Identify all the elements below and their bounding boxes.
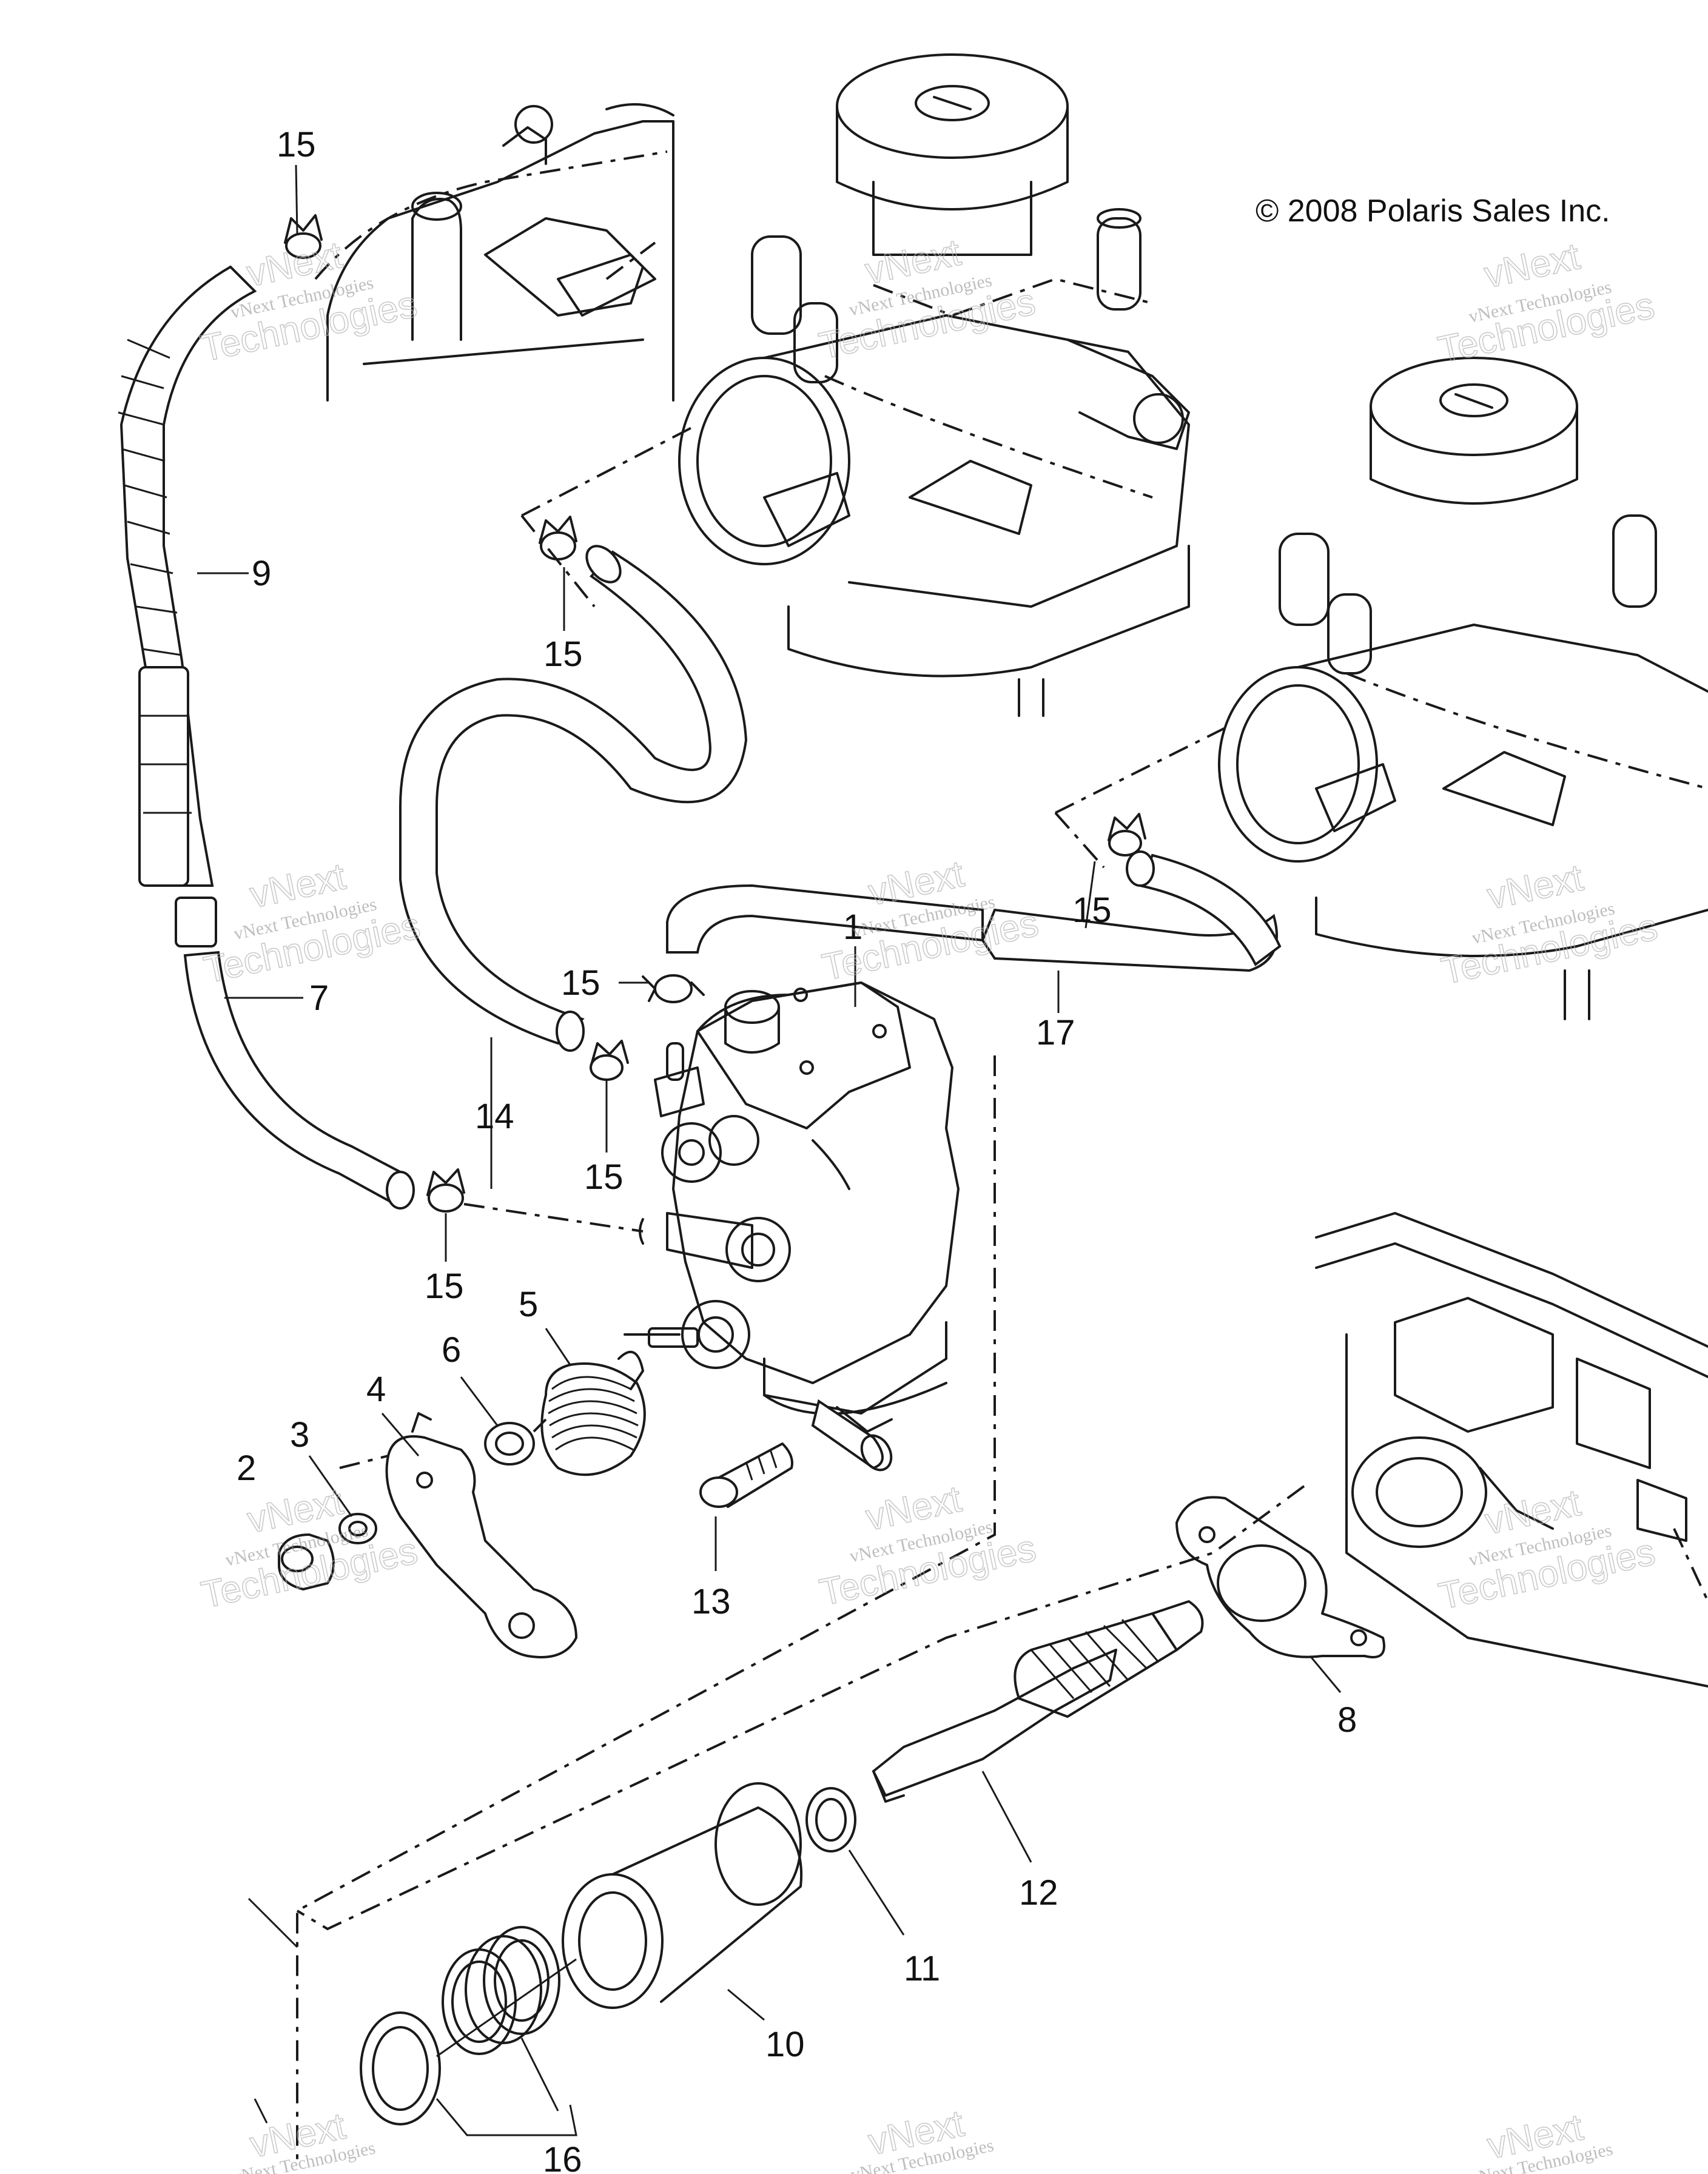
hose-7-end bbox=[386, 1171, 415, 1210]
hose-9 bbox=[118, 265, 257, 947]
watermark-6: vNext Technologies vNext Technologies bbox=[1437, 856, 1662, 994]
watermark-12: vNext vNext Technologies bbox=[1468, 2106, 1615, 2174]
engine-case-bottom-right bbox=[1315, 1212, 1708, 1688]
clamp-15-pump-top bbox=[642, 974, 705, 1003]
hose-7 bbox=[183, 951, 411, 1209]
callout-9: 9 bbox=[252, 554, 271, 593]
callout-17: 17 bbox=[1036, 1013, 1075, 1052]
watermark-7: vNext Technologies vNext Technologies bbox=[197, 1480, 422, 1617]
leader-lines bbox=[197, 164, 1342, 2136]
hose-17-right bbox=[1138, 853, 1282, 967]
hose-14 bbox=[399, 550, 748, 1045]
watermark-8: vNext Technologies vNext Technologies bbox=[816, 1478, 1040, 1615]
shaft-12 bbox=[872, 1600, 1204, 1803]
phantom-line-upper-carb bbox=[520, 423, 698, 608]
oil-pump bbox=[624, 981, 960, 1472]
bushing-10 bbox=[562, 1782, 803, 2009]
washer-6 bbox=[484, 1422, 535, 1466]
clamp-15-pump-mid bbox=[590, 1040, 629, 1081]
watermark-11: vNext vNext Technologies bbox=[849, 2102, 995, 2174]
watermark-9: vNext Technologies vNext Technologies bbox=[1434, 1481, 1659, 1618]
engine-case-top bbox=[314, 103, 674, 402]
callout-15-pump-top: 15 bbox=[561, 963, 600, 1003]
gasket-8 bbox=[1175, 1496, 1385, 1658]
spring-5 bbox=[540, 1350, 646, 1476]
seals-16 bbox=[360, 1926, 577, 2125]
callout-12: 12 bbox=[1019, 1873, 1058, 1913]
lever-4 bbox=[385, 1412, 577, 1658]
hose-17-end bbox=[1126, 850, 1155, 887]
callout-15-pump-mid: 15 bbox=[584, 1157, 624, 1197]
washer-11 bbox=[805, 1787, 856, 1853]
copyright-notice: © 2008 Polaris Sales Inc. bbox=[1256, 194, 1610, 229]
callout-2: 2 bbox=[237, 1449, 256, 1488]
callout-14: 14 bbox=[475, 1097, 514, 1136]
callout-15-right-carb: 15 bbox=[1072, 890, 1112, 930]
clamp-15-upper-carb bbox=[539, 516, 577, 560]
phantom-line-shaft bbox=[296, 1485, 1305, 1931]
callout-5: 5 bbox=[519, 1285, 538, 1324]
nut-2 bbox=[278, 1533, 335, 1590]
carburetor-right bbox=[1218, 357, 1708, 1020]
hose-17 bbox=[666, 884, 984, 954]
callout-1: 1 bbox=[843, 907, 862, 947]
hose-14-bottom-end bbox=[556, 1011, 585, 1052]
carburetor-upper bbox=[678, 53, 1190, 717]
callout-6: 6 bbox=[442, 1330, 461, 1370]
clamp-15-pump-low bbox=[426, 1168, 465, 1213]
callout-15-top-left: 15 bbox=[277, 125, 316, 164]
callout-10: 10 bbox=[765, 2025, 805, 2064]
clamp-15-top-left bbox=[284, 214, 323, 259]
phantom-line-pump-box bbox=[296, 1055, 996, 2159]
callout-4: 4 bbox=[366, 1370, 386, 1409]
phantom-line-right-carb bbox=[1054, 727, 1226, 869]
bolt-13 bbox=[699, 1442, 793, 1508]
callout-11: 11 bbox=[904, 1949, 940, 1988]
clamp-15-right-carb bbox=[1108, 813, 1146, 856]
washer-3 bbox=[338, 1513, 377, 1544]
callout-13: 13 bbox=[691, 1582, 731, 1621]
callout-16: 16 bbox=[543, 2140, 582, 2174]
callout-15-pump-low: 15 bbox=[425, 1267, 464, 1306]
hose-14-top-end bbox=[585, 545, 622, 584]
watermark-10: vNext vNext Technologies bbox=[230, 2105, 377, 2174]
hose-17-lower bbox=[981, 908, 1278, 972]
callout-7: 7 bbox=[309, 978, 329, 1018]
callout-8: 8 bbox=[1337, 1700, 1357, 1740]
watermark-3: vNext Technologies vNext Technologies bbox=[1434, 235, 1658, 372]
callout-15-upper-carb: 15 bbox=[543, 634, 583, 674]
callout-3: 3 bbox=[290, 1415, 309, 1455]
phantom-line-fitting-top bbox=[605, 241, 656, 280]
watermark-2: vNext Technologies vNext Technologies bbox=[815, 231, 1040, 368]
watermark-4: vNext Technologies vNext Technologies bbox=[200, 855, 424, 992]
